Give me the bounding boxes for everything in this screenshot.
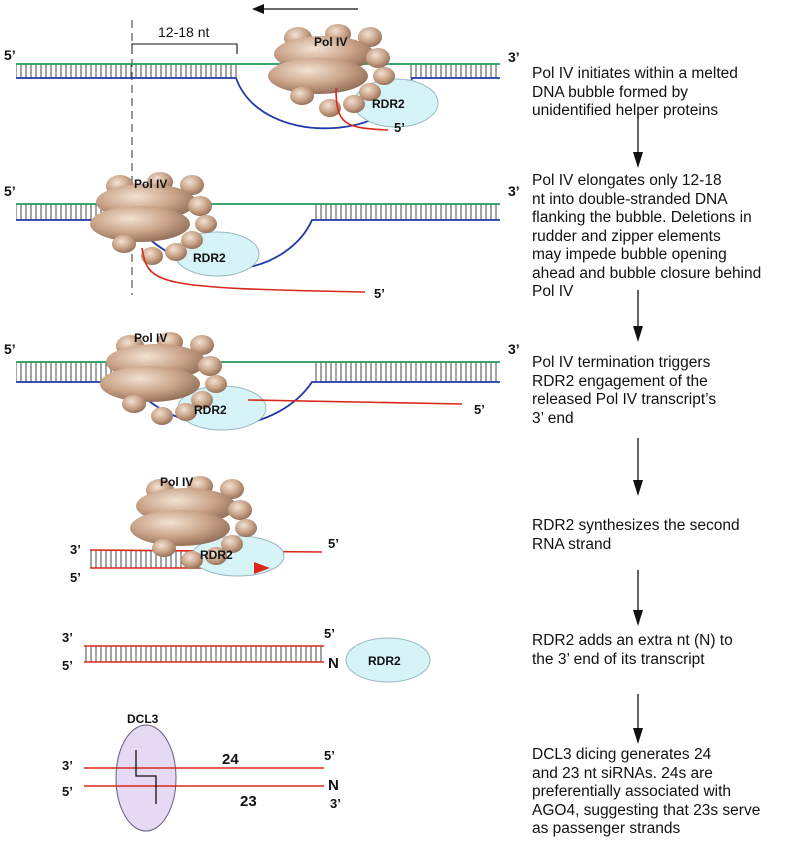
length-top-label: 24: [222, 751, 239, 768]
n-label: N: [328, 777, 339, 794]
description-line: Pol IV: [532, 283, 574, 300]
length-bottom-label: 23: [240, 793, 257, 810]
step-4-description: RDR2 synthesizes the second RNA strand: [532, 517, 794, 554]
step-2-description: Pol IV elongates only 12-18 nt into doub…: [532, 172, 794, 302]
rdr2-label: RDR2: [372, 97, 405, 111]
description-line: 3’ end: [532, 409, 574, 427]
dna-rungs-right: [312, 362, 500, 382]
description-line: preferentially associated with: [532, 783, 732, 800]
flow-arrowhead-3: [633, 480, 643, 496]
end-right-label: 3’: [508, 341, 520, 357]
description-line: and 23 nt siRNAs. 24s are: [532, 764, 713, 782]
rdr2-oval: [345, 637, 431, 683]
rdr2-label: RDR2: [193, 251, 226, 265]
description-line: RDR2 adds an extra nt (N) to: [532, 632, 733, 649]
dna-rungs-right: [312, 204, 500, 220]
top-right-label: 5’: [328, 536, 339, 551]
row3-diagram: 5’ 3’ Pol IV RDR2 5’: [4, 331, 520, 431]
flow-arrowhead-2: [633, 326, 643, 342]
description-line: ahead and bubble closure behind: [532, 264, 762, 282]
dna-bottom-strand: [16, 219, 500, 271]
rna-strand: [335, 87, 389, 131]
step-3-description: Pol IV termination triggers RDR2 engagem…: [532, 354, 794, 428]
pol-iv-label: Pol IV: [160, 475, 193, 489]
end-left-label: 5’: [4, 47, 16, 63]
flow-arrowhead-4: [633, 610, 643, 626]
bottom-left-label: 5’: [62, 784, 73, 799]
dcl3-oval: [115, 724, 177, 832]
row4-diagram: Pol IV RDR2 3’ 5’ 5’: [70, 475, 339, 585]
dcl3-label: DCL3: [127, 712, 159, 726]
description-line: DNA bubble formed by: [532, 83, 688, 101]
rna-strand: [247, 399, 463, 405]
row5-diagram: 3’ 5’ 5’ N RDR2: [62, 626, 431, 683]
step-1-description: Pol IV initiates within a melted DNA bub…: [532, 65, 794, 121]
end-right-label: 3’: [508, 183, 520, 199]
description-line: Pol IV initiates within a melted: [532, 65, 738, 82]
rdr2-label: RDR2: [368, 654, 401, 668]
top-left-label: 3’: [62, 758, 73, 773]
step-5-description: RDR2 adds an extra nt (N) to the 3’ end …: [532, 632, 794, 669]
row2-diagram: 5’ 3’ Pol IV RDR2 5’: [4, 172, 520, 301]
end-left-label: 5’: [4, 341, 16, 357]
direction-arrowhead: [252, 4, 264, 14]
description-line: nt into double-stranded DNA: [532, 190, 728, 208]
description-line: Pol IV elongates only 12-18: [532, 172, 722, 189]
dna-rungs-left: [16, 362, 130, 382]
description-line: RNA strand: [532, 535, 612, 553]
pol-iv-label: Pol IV: [314, 35, 347, 49]
cleavage-path: [135, 750, 157, 804]
step-6-description: DCL3 dicing generates 24 and 23 nt siRNA…: [532, 746, 794, 839]
rna-end-label: 5’: [474, 402, 485, 417]
pol-iv-label: Pol IV: [134, 331, 167, 345]
rdr2-label: RDR2: [194, 403, 227, 417]
top-right-label: 5’: [324, 748, 335, 763]
row6-diagram: DCL3 3’ 5’ 5’ N 3’ 24 23: [62, 712, 341, 832]
description-line: Pol IV termination triggers: [532, 354, 711, 371]
rna-end-label: 5’: [394, 120, 405, 135]
flow-arrows: [633, 114, 643, 744]
description-line: AGO4, suggesting that 23s serve: [532, 801, 761, 819]
description-line: RDR2 synthesizes the second: [532, 517, 740, 534]
bracket: [131, 43, 238, 54]
rna-strand: [141, 247, 366, 293]
flow-arrowhead-5: [633, 728, 643, 744]
description-line: as passenger strands: [532, 820, 681, 837]
description-line: flanking the bubble. Deletions in: [532, 209, 752, 226]
rdr2-label: RDR2: [200, 548, 233, 562]
description-line: may impede bubble opening: [532, 246, 727, 263]
bottom-left-label: 5’: [70, 570, 81, 585]
bottom-left-label: 5’: [62, 658, 73, 673]
top-right-label: 5’: [324, 626, 335, 641]
end-left-label: 5’: [4, 183, 16, 199]
description-line: unidentified helper proteins: [532, 102, 719, 119]
dna-rungs-left: [16, 64, 238, 78]
bracket-label: 12-18 nt: [158, 24, 209, 40]
pol-iv-label: Pol IV: [134, 177, 167, 191]
description-line: DCL3 dicing generates 24: [532, 746, 712, 763]
description-line: rudder and zipper elements: [532, 227, 721, 245]
end-right-label: 3’: [508, 49, 520, 65]
flow-arrowhead-1: [633, 152, 643, 168]
dna-rungs-right: [410, 64, 500, 78]
top-left-label: 3’: [70, 542, 81, 557]
rna-rungs: [84, 646, 324, 662]
row1-diagram: 12-18 nt 5’ 3’ Pol IV RDR2 5’: [4, 4, 520, 295]
synthesis-arrowhead: [254, 562, 270, 574]
description-line: the 3’ end of its transcript: [532, 650, 705, 668]
bottom-right-label: 3’: [330, 796, 341, 811]
description-line: RDR2 engagement of the: [532, 372, 708, 390]
rna-end-label: 5’: [374, 286, 385, 301]
n-label: N: [328, 655, 339, 672]
top-left-label: 3’: [62, 630, 73, 645]
description-line: released Pol IV transcript’s: [532, 391, 717, 408]
